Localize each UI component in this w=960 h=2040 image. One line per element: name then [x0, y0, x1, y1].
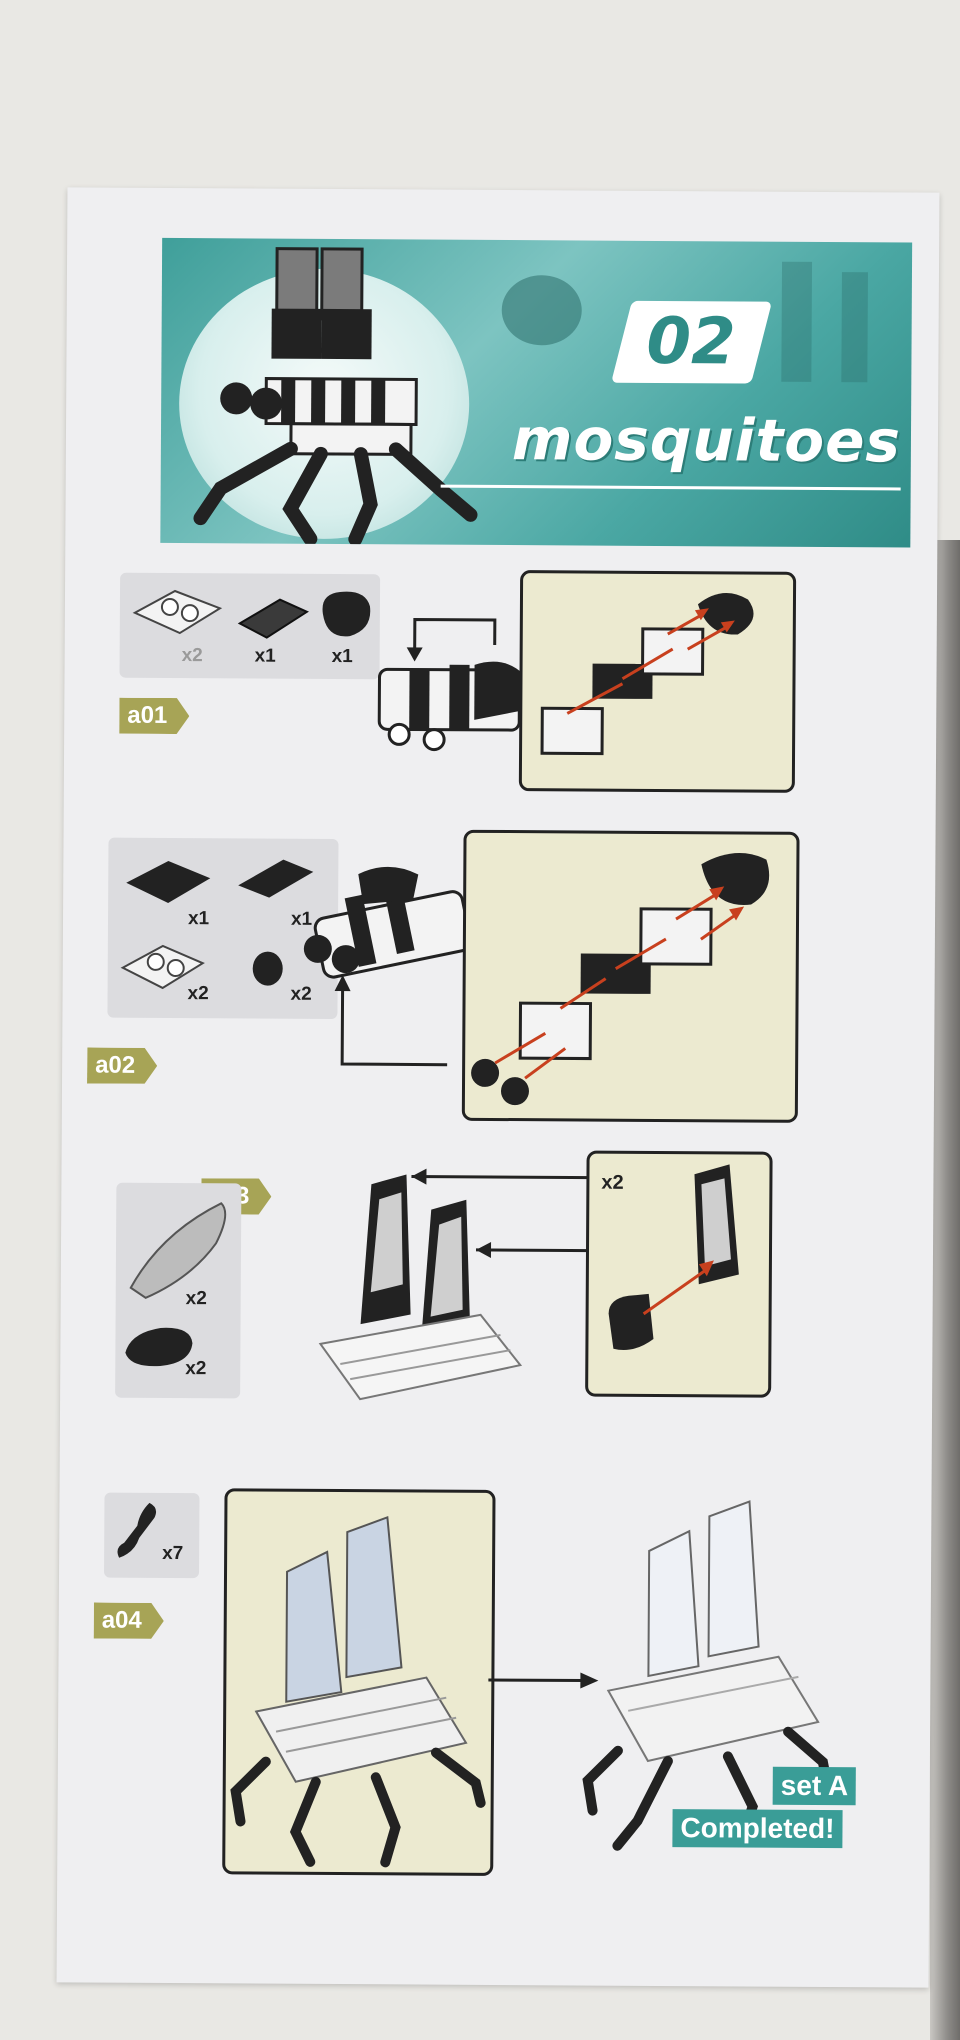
arrow-to-final	[488, 1672, 599, 1689]
step-label-a01: a01	[119, 698, 189, 734]
black-leg-icon	[117, 1502, 157, 1558]
black-round-stud-icon	[252, 951, 283, 986]
instruction-sheet: 02 mosquitoes x2 x1 x1 a01	[56, 187, 940, 1988]
set-number: 02	[646, 304, 737, 380]
model-before-legs	[230, 1515, 486, 1868]
banner-background-art	[501, 261, 868, 383]
black-plate-icon	[126, 860, 211, 903]
gray-curved-slope-icon	[129, 1202, 227, 1299]
exploded-view-a02	[471, 853, 770, 1106]
assembly-a02-result	[303, 866, 473, 1067]
white-plate-icon	[132, 589, 223, 635]
assembly-a01-result	[377, 617, 525, 752]
callout-a01	[518, 570, 797, 793]
part-qty: x1	[331, 645, 353, 668]
white-plate-icon	[120, 944, 205, 990]
callout-a03: x2	[585, 1150, 773, 1398]
assembly-a03-result	[318, 1168, 592, 1401]
part-qty: x7	[162, 1542, 184, 1565]
part-qty: x2	[187, 983, 209, 1005]
exploded-view-a03	[608, 1164, 739, 1351]
step-label-a04: a04	[94, 1603, 164, 1639]
parts-box-a03: x2 x2	[115, 1182, 242, 1399]
callout-a04	[222, 1488, 496, 1876]
model-title: mosquitoes	[511, 405, 902, 476]
mosquito-model-illustration	[193, 247, 478, 547]
part-qty: x2	[185, 1358, 207, 1380]
completion-status-label: Completed!	[672, 1809, 843, 1849]
parts-box-a02: x1 x1 x2 x2	[107, 837, 339, 1020]
part-qty: x2	[181, 645, 203, 667]
black-tile-icon	[238, 859, 314, 898]
completed-model-illustration	[582, 1500, 833, 1851]
set-number-badge: 02	[611, 300, 773, 384]
exploded-view-a01	[540, 593, 754, 756]
part-qty: x2	[185, 1288, 207, 1310]
black-round-plate-icon	[322, 591, 371, 637]
parts-box-a01: x2 x1 x1	[119, 572, 381, 680]
header-banner: 02 mosquitoes	[160, 237, 913, 548]
part-qty: x1	[187, 908, 210, 930]
black-tile-icon	[237, 598, 309, 639]
black-clip-icon	[125, 1327, 193, 1367]
parts-box-a04: x7	[103, 1492, 200, 1579]
completion-set-label: set A	[772, 1766, 857, 1806]
step-label-a02: a02	[87, 1047, 157, 1083]
part-qty: x1	[254, 645, 276, 667]
callout-a02	[461, 829, 800, 1123]
title-underline	[440, 484, 901, 491]
